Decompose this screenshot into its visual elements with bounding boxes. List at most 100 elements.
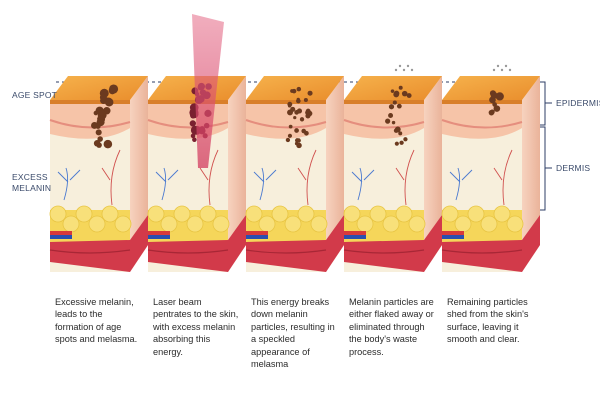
- melanin-particle: [396, 103, 402, 109]
- muscle-layer: [442, 240, 522, 272]
- capillary-red: [395, 149, 415, 206]
- skin-block-1: [49, 76, 148, 272]
- block-side-muscle: [130, 215, 148, 272]
- muscle-stripe: [441, 249, 523, 254]
- epidermis-layer: [50, 100, 130, 139]
- flaking-particle: [406, 64, 410, 68]
- melanin-particle: [293, 116, 297, 120]
- melanin-particle: [110, 88, 116, 94]
- melanin-particle: [390, 89, 395, 93]
- melanin-particle: [294, 128, 299, 133]
- melanin-particle: [92, 122, 99, 128]
- surface-edge: [50, 100, 130, 104]
- capillary-blue: [351, 167, 375, 201]
- fat-cell: [284, 215, 302, 233]
- melanin-particle: [303, 97, 308, 102]
- fat-cell: [114, 215, 132, 233]
- fat-cell: [408, 215, 426, 233]
- skin-block-5: [441, 64, 540, 272]
- epidermis-layer: [344, 100, 424, 139]
- melanin-particle: [294, 141, 299, 146]
- fat-cell: [395, 205, 413, 223]
- melanin-particle: [104, 97, 114, 107]
- flaking-particle: [508, 68, 512, 72]
- fat-cell: [356, 215, 374, 233]
- melanin-particle: [394, 141, 399, 146]
- melanin-particle: [189, 120, 196, 127]
- basal-line: [245, 119, 327, 129]
- fat-cell: [75, 205, 93, 223]
- melanin-particle: [96, 118, 105, 127]
- epidermis-layer: [148, 100, 228, 139]
- muscle-stripe: [147, 249, 229, 254]
- capillary-red: [493, 149, 513, 206]
- label-excess-melanin-line1: EXCESS: [12, 172, 48, 182]
- block-side-muscle: [522, 215, 540, 272]
- fat-cell: [297, 205, 315, 223]
- melanin-particle: [99, 93, 107, 101]
- fat-cell: [493, 205, 511, 223]
- muscle-stripe: [49, 249, 131, 254]
- melanin-particle: [492, 102, 497, 107]
- skin-surface: [442, 76, 540, 100]
- fat-cell: [258, 215, 276, 233]
- vein: [246, 235, 268, 239]
- caption-step-5: Remaining particles shed from the skin's…: [447, 297, 529, 345]
- skin-block-3: [245, 76, 344, 272]
- capillary-blue: [253, 167, 277, 201]
- melanin-particle: [393, 128, 399, 133]
- fat-cell: [480, 215, 498, 233]
- artery: [246, 231, 268, 235]
- melanin-particle: [392, 100, 397, 105]
- block-side-muscle: [228, 215, 246, 272]
- flaking-particle: [410, 68, 414, 72]
- fat-cell: [454, 215, 472, 233]
- melanin-particle: [403, 137, 408, 142]
- melanin-particle: [398, 131, 403, 136]
- fat-cell: [212, 215, 230, 233]
- muscle-layer: [246, 240, 326, 272]
- fat-cell: [467, 205, 485, 223]
- fat-cell: [147, 205, 165, 223]
- muscle-stripe: [245, 249, 327, 254]
- block-side-muscle: [326, 215, 344, 272]
- melanin-particle: [287, 104, 292, 108]
- melanin-particle: [488, 109, 495, 116]
- melanin-particle: [99, 110, 106, 116]
- fat-cell: [173, 205, 191, 223]
- epidermis-layer: [246, 100, 326, 139]
- melanin-particle: [285, 137, 291, 143]
- fat-cell: [441, 205, 459, 223]
- fat-cell: [271, 205, 289, 223]
- label-age-spot: AGE SPOT: [12, 90, 58, 100]
- melanin-particle: [388, 113, 394, 119]
- skin-surface: [344, 76, 442, 100]
- melanin-particle: [97, 136, 103, 142]
- melanin-particle: [305, 108, 311, 114]
- melanin-particle: [296, 138, 301, 143]
- melanin-particle: [192, 137, 197, 143]
- capillary-red: [101, 149, 121, 206]
- muscle-layer: [148, 240, 228, 272]
- flaking-particle: [492, 68, 496, 72]
- artery: [50, 231, 72, 235]
- skin-surface: [246, 76, 344, 100]
- caption-step-2: Laser beam pentrates to the skin, with e…: [153, 297, 239, 357]
- flaking-particle: [504, 64, 508, 68]
- caption-step-3: This energy breaks down melanin particle…: [251, 297, 335, 370]
- melanin-particle: [301, 128, 307, 134]
- surface-edge: [148, 100, 228, 104]
- melanin-particle: [95, 129, 102, 136]
- label-excess-melanin-line2: MELANIN: [12, 183, 52, 193]
- block-side-muscle: [424, 215, 442, 272]
- capillary-red: [199, 149, 219, 206]
- skin-block-2: [147, 14, 246, 272]
- melanin-particle: [291, 88, 297, 94]
- capillary-blue: [449, 167, 473, 201]
- label-dermis: DERMIS: [556, 163, 591, 173]
- epidermis-layer: [442, 100, 522, 139]
- melanin-particle: [406, 93, 412, 99]
- surface-edge: [344, 100, 424, 104]
- capillary-red: [297, 149, 317, 206]
- melanin-particle: [401, 90, 408, 97]
